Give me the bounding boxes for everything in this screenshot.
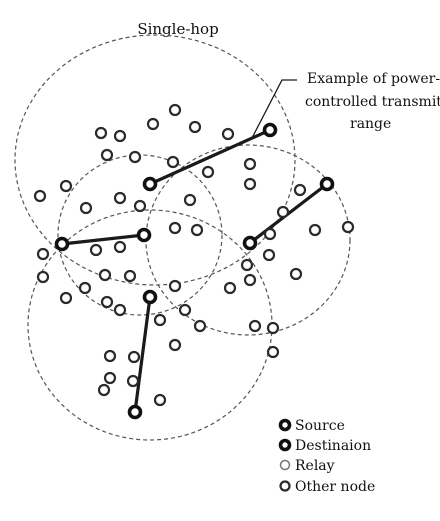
other-node xyxy=(36,247,50,261)
annotation-line-1: Example of power- xyxy=(307,71,440,87)
other-node xyxy=(263,227,277,241)
destination-node xyxy=(54,236,70,252)
other-node xyxy=(113,240,127,254)
other-node xyxy=(128,150,142,164)
other-node xyxy=(248,319,262,333)
other-node xyxy=(133,199,147,213)
other-node xyxy=(168,103,182,117)
endpoint-nodes xyxy=(54,122,335,420)
other-node xyxy=(266,345,280,359)
annotation-leader xyxy=(251,79,297,139)
other-node xyxy=(168,279,182,293)
power-control-annotation: Example of power- controlled transmit ra… xyxy=(305,71,440,132)
legend-label-relay: Relay xyxy=(295,458,335,474)
legend-label-other-node: Other node xyxy=(295,479,375,495)
other-node xyxy=(103,349,117,363)
other-node xyxy=(289,267,303,281)
other-node xyxy=(193,319,207,333)
other-node xyxy=(188,120,202,134)
other-node xyxy=(123,269,137,283)
other-node xyxy=(127,350,141,364)
other-node xyxy=(113,191,127,205)
other-node xyxy=(100,295,114,309)
other-node xyxy=(94,126,108,140)
other-node xyxy=(33,189,47,203)
other-node xyxy=(113,303,127,317)
legend: Source Destinaion Relay Other node xyxy=(278,418,375,495)
other-node xyxy=(59,179,73,193)
source-node-icon xyxy=(278,418,292,432)
other-node xyxy=(100,148,114,162)
annotation-line-2: controlled transmit xyxy=(305,94,440,110)
other-node xyxy=(36,270,50,284)
other-node xyxy=(221,127,235,141)
transmit-range-circle xyxy=(14,34,296,286)
source-node xyxy=(136,227,152,243)
other-node xyxy=(103,371,117,385)
other-node xyxy=(153,393,167,407)
destination-node xyxy=(319,176,335,192)
other-node xyxy=(341,220,355,234)
other-node xyxy=(183,193,197,207)
legend-label-destination: Destinaion xyxy=(295,438,371,454)
other-node xyxy=(308,223,322,237)
other-node xyxy=(97,383,111,397)
other-node xyxy=(126,374,140,388)
other-node xyxy=(178,303,192,317)
link-line xyxy=(148,128,272,186)
other-node xyxy=(168,221,182,235)
destination-node-icon xyxy=(278,438,292,452)
other-node xyxy=(243,157,257,171)
other-node xyxy=(113,129,127,143)
other-node xyxy=(190,223,204,237)
other-node xyxy=(146,117,160,131)
link-line xyxy=(133,295,152,414)
link-line xyxy=(60,233,146,246)
other-node xyxy=(168,338,182,352)
destination-node xyxy=(262,122,278,138)
relay-node-icon xyxy=(279,459,291,471)
source-node xyxy=(242,235,258,251)
other-nodes xyxy=(33,103,355,407)
other-node-icon xyxy=(279,480,291,492)
destination-node xyxy=(127,404,143,420)
annotation-line-3: range xyxy=(350,116,391,132)
diagram-title: Single-hop xyxy=(137,20,218,38)
other-node xyxy=(89,243,103,257)
other-node xyxy=(78,281,92,295)
other-node xyxy=(59,291,73,305)
other-node xyxy=(266,321,280,335)
source-node xyxy=(142,289,158,305)
other-node xyxy=(293,183,307,197)
other-node xyxy=(240,258,254,272)
other-node xyxy=(276,205,290,219)
other-node xyxy=(98,268,112,282)
other-node xyxy=(79,201,93,215)
other-node xyxy=(166,155,180,169)
other-node xyxy=(243,273,257,287)
other-node xyxy=(223,281,237,295)
other-node xyxy=(201,165,215,179)
source-node xyxy=(142,176,158,192)
legend-label-source: Source xyxy=(295,418,345,434)
other-node xyxy=(243,177,257,191)
other-node xyxy=(153,313,167,327)
other-node xyxy=(262,248,276,262)
